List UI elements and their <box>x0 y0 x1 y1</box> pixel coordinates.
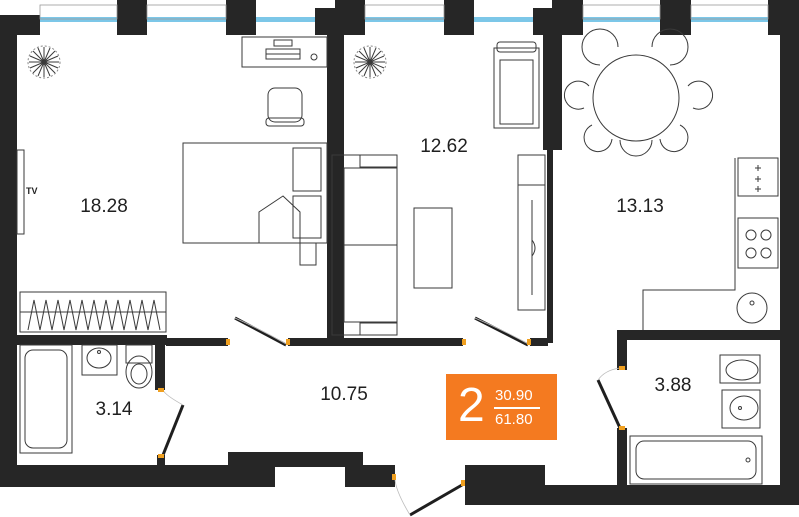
room-count: 2 <box>458 379 485 432</box>
total-area-value: 61.80 <box>495 411 533 428</box>
living-room-area-label: 12.62 <box>420 136 468 157</box>
bedroom-area-label: 18.28 <box>80 196 128 217</box>
walls <box>0 0 799 505</box>
windows <box>39 4 769 22</box>
plant-icon <box>353 45 387 79</box>
tv-label: TV <box>26 186 38 196</box>
badge-divider <box>494 407 540 409</box>
door-markers <box>158 339 625 486</box>
apartment-badge: 2 30.90 61.80 <box>446 374 557 440</box>
bathroom-area-label: 3.14 <box>95 399 133 420</box>
plant-icon <box>27 45 61 79</box>
living-area-value: 30.90 <box>495 387 533 404</box>
dining-chairs <box>563 28 714 157</box>
doors <box>161 316 622 517</box>
kitchen-area-label: 13.13 <box>616 196 664 217</box>
wc-area-label: 3.88 <box>654 375 692 396</box>
furniture <box>16 28 779 485</box>
hall-area-label: 10.75 <box>320 384 368 405</box>
